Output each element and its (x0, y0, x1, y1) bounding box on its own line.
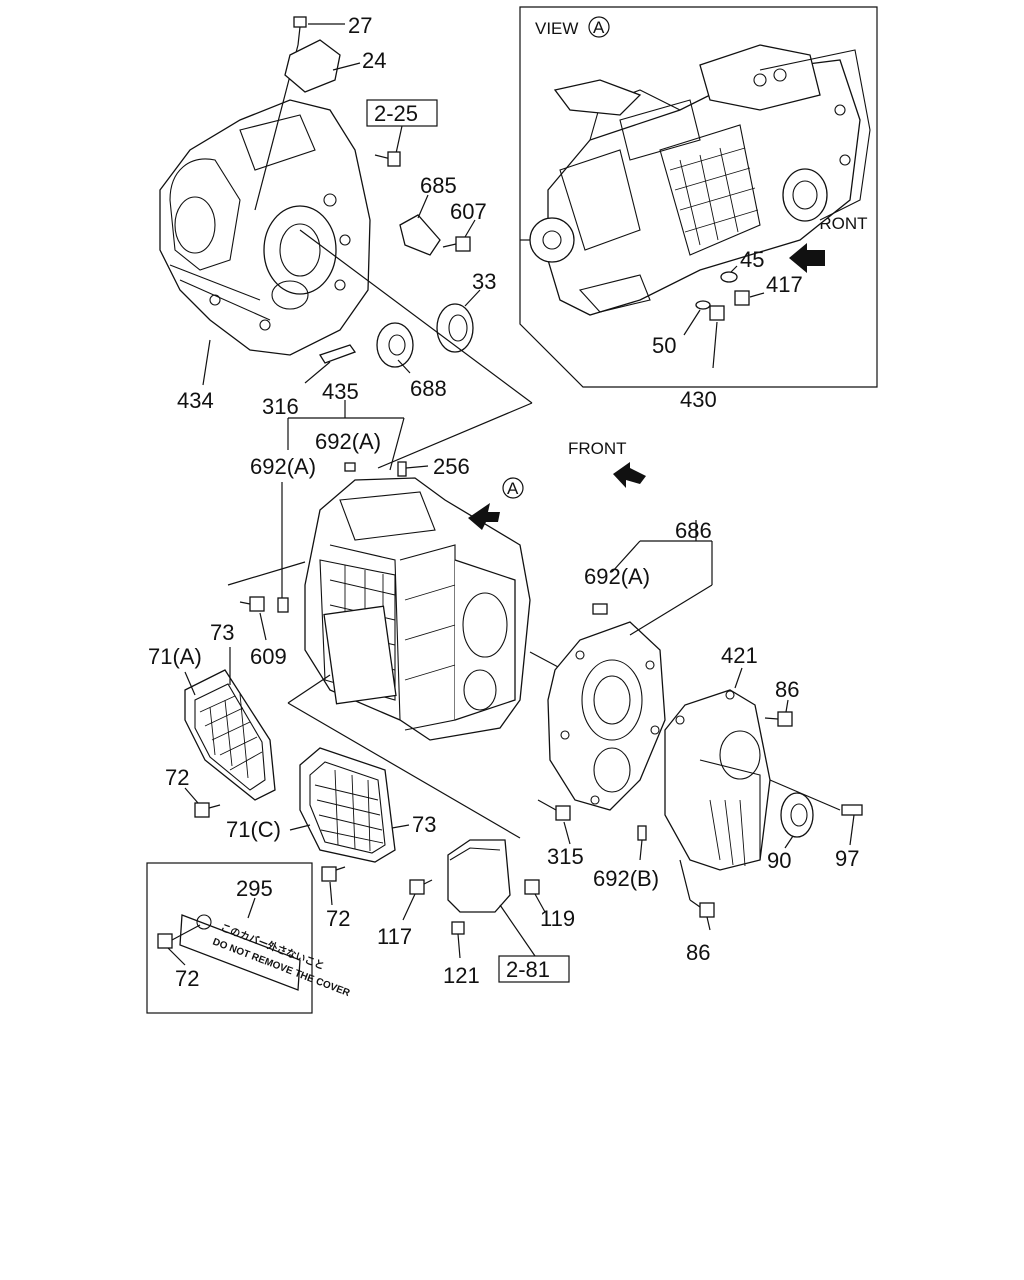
part-688-retainer (376, 322, 414, 368)
label-73-mid: 73 (412, 812, 436, 837)
label-315: 315 (547, 844, 584, 869)
view-a-arrow (468, 503, 500, 530)
view-a-inset: VIEW A FRONT (519, 6, 878, 412)
view-circle-letter: A (593, 18, 605, 37)
part-72-bolt-c (157, 933, 173, 949)
part-pto-cover (447, 839, 511, 913)
label-27: 27 (348, 13, 372, 38)
view-title: VIEW (535, 19, 578, 38)
main-front-label: FRONT (568, 439, 627, 458)
main-front-arrow (613, 462, 646, 488)
label-86-top: 86 (775, 677, 799, 702)
label-688: 688 (410, 376, 447, 401)
part-692a-pin-left (277, 597, 289, 613)
label-434: 434 (177, 388, 214, 413)
caution-plate-box: このカバー外さないこと DO NOT REMOVE THE COVER 72 2… (146, 862, 352, 1014)
label-71a: 71(A) (148, 644, 202, 669)
part-27-bolt (293, 16, 307, 46)
label-117: 117 (377, 924, 412, 949)
view-circle (588, 16, 610, 38)
main-view-marker: A (507, 479, 519, 498)
label-45: 45 (740, 247, 764, 272)
part-86-bolt-bot (699, 902, 715, 918)
part-256-pin (397, 461, 407, 477)
transmission-assembly-drawing (520, 44, 871, 316)
label-417: 417 (766, 272, 803, 297)
part-33-seal (436, 303, 474, 353)
label-97: 97 (835, 846, 859, 871)
label-50: 50 (652, 333, 676, 358)
part-315-bolt (555, 805, 571, 821)
part-86-bolt-top (777, 711, 793, 727)
view-front-arrow (789, 243, 825, 273)
label-33: 33 (472, 269, 496, 294)
label-692a-top: 692(A) (315, 429, 381, 454)
part-434-clutch-housing (159, 99, 371, 356)
label-609: 609 (250, 644, 287, 669)
label-86-bot: 86 (686, 940, 710, 965)
part-121-nut (451, 921, 465, 935)
ref-2-81: 2-81 (506, 957, 550, 982)
label-692a-left: 692(A) (250, 454, 316, 479)
part-72-bolt-b (321, 866, 337, 882)
label-119: 119 (540, 906, 575, 931)
label-692b: 692(B) (593, 866, 659, 891)
transmission-case (304, 477, 531, 741)
part-421-extension-housing (664, 689, 771, 871)
inset-border (519, 6, 878, 388)
part-24-plate (284, 39, 341, 93)
label-72-c: 72 (175, 966, 199, 991)
label-72-b: 72 (326, 906, 350, 931)
part-72-bolt-a (194, 802, 210, 818)
part-692b-pin (637, 825, 647, 841)
part-609-bolt (239, 596, 265, 612)
label-72-a: 72 (165, 765, 189, 790)
label-686: 686 (675, 518, 712, 543)
part-692a-pin-right (592, 603, 608, 615)
part-45-oring (720, 271, 738, 283)
part-97-stud (841, 804, 863, 816)
part-71c-side-cover (299, 747, 396, 863)
label-430: 430 (680, 387, 717, 412)
part-417-plug (734, 290, 750, 306)
part-50-washer (695, 300, 711, 310)
part-430-plug (709, 305, 725, 321)
label-256: 256 (433, 454, 470, 479)
label-71c: 71(C) (226, 817, 281, 842)
marker-a-circle (502, 477, 524, 499)
part-685-bracket (399, 214, 441, 256)
label-607: 607 (450, 199, 487, 224)
label-90: 90 (767, 848, 791, 873)
label-73-left: 73 (210, 620, 234, 645)
label-685: 685 (420, 173, 457, 198)
ref-box-2-81 (498, 955, 570, 983)
part-71a-side-cover (184, 669, 276, 801)
part-316-plate (319, 344, 357, 364)
label-24: 24 (362, 48, 386, 73)
label-295: 295 (236, 876, 273, 901)
label-316: 316 (262, 394, 299, 419)
part-119-stud (524, 879, 540, 895)
label-692a-right: 692(A) (584, 564, 650, 589)
part-692a-pin-top (344, 462, 356, 472)
label-421: 421 (721, 643, 758, 668)
part-90-seal (780, 792, 814, 838)
label-435: 435 (322, 379, 359, 404)
ref-2-25: 2-25 (374, 101, 418, 126)
part-117-bolt (409, 879, 425, 895)
part-686-rear-housing (547, 621, 666, 811)
part-607-bolt (455, 236, 471, 252)
label-121: 121 (443, 963, 480, 988)
